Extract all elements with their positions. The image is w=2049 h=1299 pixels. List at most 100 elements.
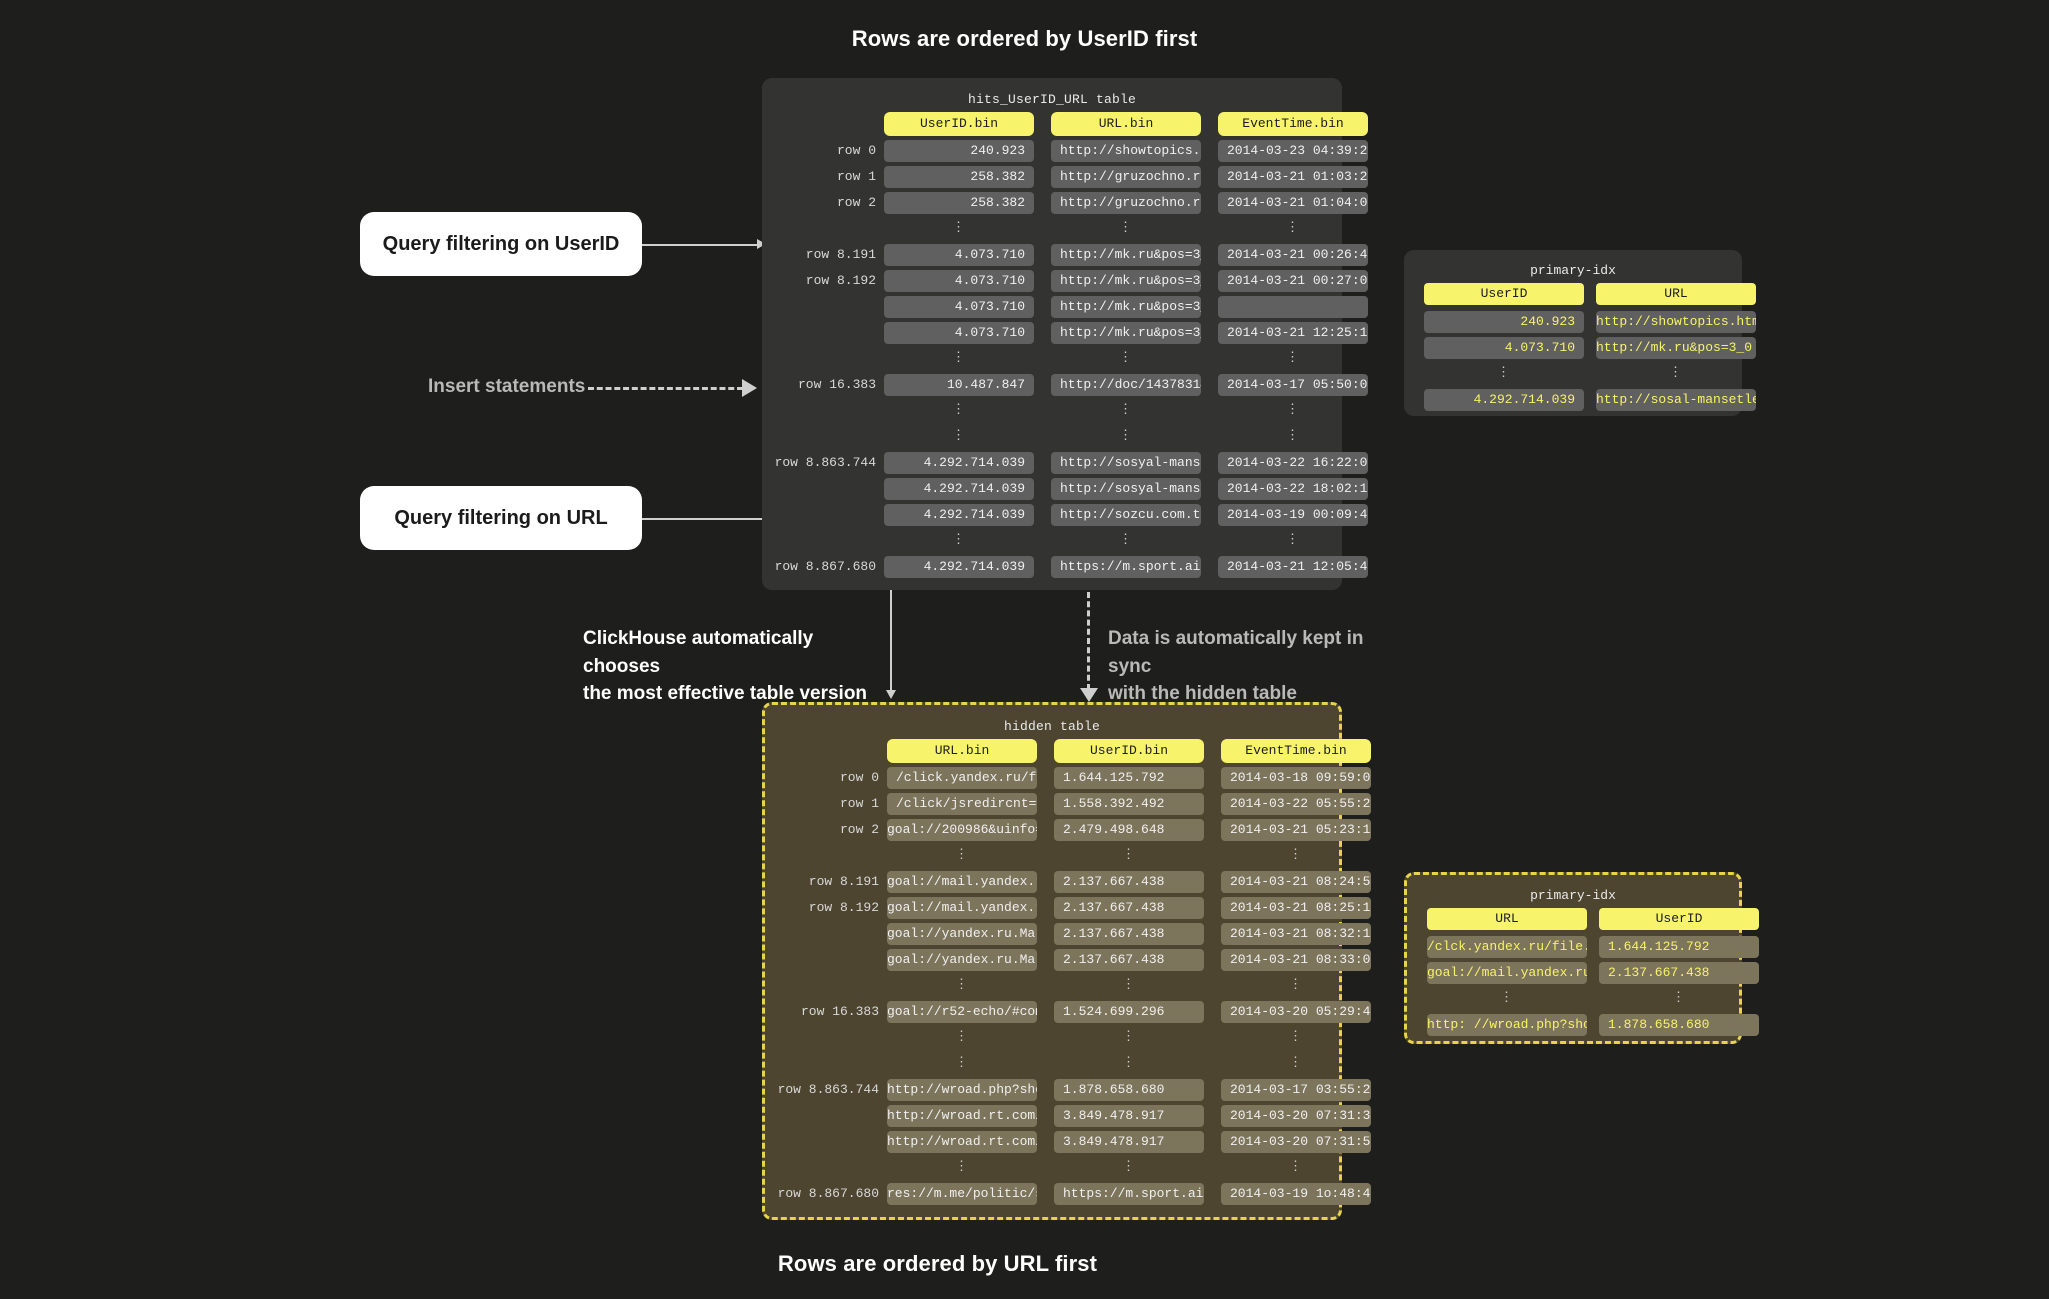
insert-statements-dashed-line — [588, 387, 743, 390]
table-cell: goal://yandex.ru.Ma... — [887, 923, 1037, 945]
ellipsis-cell: ⋮ — [1289, 847, 1303, 862]
index-ellipsis-cell: ⋮ — [1672, 990, 1686, 1005]
index-cell: 1.644.125.792 — [1599, 936, 1759, 958]
index-column-header-url: URL — [1596, 283, 1756, 305]
ellipsis-cell: ⋮ — [1119, 350, 1133, 365]
index-cell: 2.137.667.438 — [1599, 962, 1759, 984]
index-cell: /clck.yandex.ru/file.com... — [1427, 936, 1587, 958]
table-cell: 240.923 — [884, 140, 1034, 162]
ellipsis-cell: ⋮ — [1119, 220, 1133, 235]
index-ellipsis-cell: ⋮ — [1669, 365, 1683, 380]
index-column-header-userid: UserID — [1599, 908, 1759, 930]
table-cell: 2014-03-17 05:50:01 — [1218, 374, 1368, 396]
index-cell: http://showtopics.html%3... — [1596, 311, 1756, 333]
table-cell: http://mk.ru&pos=3_0 — [1051, 244, 1201, 266]
table-cell: 258.382 — [884, 166, 1034, 188]
table-cell: 2.137.667.438 — [1054, 897, 1204, 919]
ellipsis-cell: ⋮ — [955, 1029, 969, 1044]
table-cell: http://mk.ru&pos=3_0 — [1051, 270, 1201, 292]
table-cell: 3.849.478.917 — [1054, 1105, 1204, 1127]
table-cell: 4.292.714.039 — [884, 504, 1034, 526]
row-label: row 16.383 — [800, 1004, 879, 1019]
column-header-userid-bin: UserID.bin — [884, 112, 1034, 136]
table-cell: 2014-03-21 12:25:12 — [1218, 322, 1368, 344]
index-cell: goal://mail.yandex.ru/Ma... — [1427, 962, 1587, 984]
table-cell: http://showtopics.html%3... — [1051, 140, 1201, 162]
table-cell: 2014-03-20 07:31:39 — [1221, 1105, 1371, 1127]
ellipsis-cell: ⋮ — [1286, 532, 1300, 547]
table-cell: 2014-03-21 08:24:50 — [1221, 871, 1371, 893]
table-cell: 2014-03-17 03:55:28 — [1221, 1079, 1371, 1101]
row-label: row 8.863.744 — [777, 1082, 879, 1097]
row-label: row 16.383 — [797, 377, 876, 392]
table-cell: 2014-03-18 09:59:01 — [1221, 767, 1371, 789]
index-ellipsis-cell: ⋮ — [1500, 990, 1514, 1005]
table-cell: 1.644.125.792 — [1054, 767, 1204, 789]
table-cell: 258.382 — [884, 192, 1034, 214]
index-cell: 4.073.710 — [1424, 337, 1584, 359]
table-cell: 2.137.667.438 — [1054, 871, 1204, 893]
table-cell: http://sozcu.com.tr/oaut — [1051, 504, 1201, 526]
primary-index-top-title: primary-idx — [1530, 263, 1616, 278]
ellipsis-cell: ⋮ — [955, 1159, 969, 1174]
table-cell: 4.292.714.039 — [884, 452, 1034, 474]
ellipsis-cell: ⋮ — [1286, 350, 1300, 365]
index-cell: http://mk.ru&pos=3_0 — [1596, 337, 1756, 359]
index-cell: 4.292.714.039 — [1424, 389, 1584, 411]
table-cell: res://m.me/politic/stati... — [887, 1183, 1037, 1205]
column-header-url-bin: URL.bin — [1051, 112, 1201, 136]
callout-query-filtering-url[interactable]: Query filtering on URL — [360, 486, 642, 550]
row-label: row 8.192 — [808, 900, 879, 915]
note-effective-line1: ClickHouse automatically chooses — [583, 628, 814, 677]
table-cell: 4.073.710 — [884, 322, 1034, 344]
index-cell: http://sosal-mansetleri... — [1596, 389, 1756, 411]
table-cell: 4.073.710 — [884, 270, 1034, 292]
index-cell: http: //wroad.php?show/7... — [1427, 1014, 1587, 1036]
table-cell: 2014-03-21 05:23:19 — [1221, 819, 1371, 841]
table-cell: 4.292.714.039 — [884, 556, 1034, 578]
note-sync-line2: with the hidden table — [1108, 683, 1297, 705]
table-cell: goal://r52-echo/#compose... — [887, 1001, 1037, 1023]
table-cell: 2014-03-21 08:33:02 — [1221, 949, 1371, 971]
ellipsis-cell: ⋮ — [1289, 1055, 1303, 1070]
table-cell: goal://mail.yandex.ru/Ma... — [887, 897, 1037, 919]
table-cell: http://mk.ru&pos=3_0 — [1051, 322, 1201, 344]
table-cell: http://wroad.rt.com/tr/... — [887, 1105, 1037, 1127]
table-cell: 2014-03-22 18:02:12 — [1218, 478, 1368, 500]
ellipsis-cell: ⋮ — [1122, 1159, 1136, 1174]
table-cell: 1.524.699.296 — [1054, 1001, 1204, 1023]
ellipsis-cell: ⋮ — [1289, 1159, 1303, 1174]
note-effective-table-version: ClickHouse automatically chooses the mos… — [583, 625, 883, 708]
note-kept-in-sync: Data is automatically kept in sync with … — [1108, 625, 1408, 708]
callout-query-filtering-userid[interactable]: Query filtering on UserID — [360, 212, 642, 276]
table-cell: 2014-03-22 05:55:22 — [1221, 793, 1371, 815]
row-label: row 0 — [836, 143, 876, 158]
index-cell: 1.878.658.680 — [1599, 1014, 1759, 1036]
connector-userid-line — [642, 244, 759, 246]
connector-url-line-v — [890, 518, 892, 693]
table-cell: https://m.sport.airway/? — [1051, 556, 1201, 578]
ellipsis-cell: ⋮ — [952, 350, 966, 365]
page-title-bottom: Rows are ordered by URL first — [0, 1251, 2049, 1277]
column-header-userid-bin: UserID.bin — [1054, 739, 1204, 763]
table-cell: http://gruzochno.ru/ekat... — [1051, 166, 1201, 188]
table-cell: 2014-03-21 00:27:07 — [1218, 270, 1368, 292]
column-header-eventtime-bin: EventTime.bin — [1221, 739, 1371, 763]
table-cell: 2.137.667.438 — [1054, 923, 1204, 945]
row-label: row 8.867.680 — [774, 559, 876, 574]
row-label: row 1 — [836, 169, 876, 184]
ellipsis-cell: ⋮ — [955, 847, 969, 862]
table-cell: goal://mail.yandex.ru/Ma... — [887, 871, 1037, 893]
ellipsis-cell: ⋮ — [1119, 402, 1133, 417]
row-label: row 0 — [839, 770, 879, 785]
ellipsis-cell: ⋮ — [1122, 847, 1136, 862]
table-cell — [1218, 296, 1368, 318]
ellipsis-cell: ⋮ — [952, 402, 966, 417]
table-cell: 10.487.847 — [884, 374, 1034, 396]
table-cell: 2014-03-19 00:09:42 — [1218, 504, 1368, 526]
ellipsis-cell: ⋮ — [952, 220, 966, 235]
row-label: row 8.867.680 — [777, 1186, 879, 1201]
table-cell: http://sosyal-mansetleri... — [1051, 452, 1201, 474]
row-label: row 8.192 — [805, 273, 876, 288]
table-cell: 4.073.710 — [884, 296, 1034, 318]
